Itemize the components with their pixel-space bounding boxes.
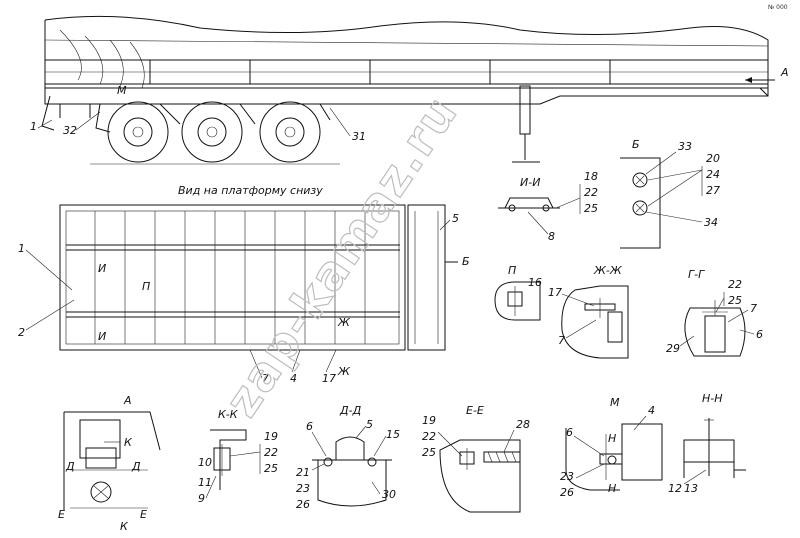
detail-kk-title: К-К bbox=[218, 408, 239, 421]
callout-5-bottom: 5 bbox=[452, 212, 459, 225]
corner-note: № 000 bbox=[768, 4, 788, 11]
detail-gg-callout-6: 6 bbox=[756, 328, 763, 341]
callout-4-bottom: 4 bbox=[290, 372, 297, 385]
wheel-2 bbox=[181, 101, 243, 163]
detail-kk-callout-22: 22 bbox=[264, 446, 278, 459]
detail-kk-drawing bbox=[210, 429, 247, 490]
detail-a-mark-k-top: К bbox=[124, 436, 133, 449]
callout-2-bottom: 2 bbox=[18, 326, 25, 339]
detail-m-callout-26: 26 bbox=[560, 486, 574, 499]
section-mark-i-bottom: И bbox=[98, 330, 106, 343]
detail-dd-title: Д-Д bbox=[339, 404, 362, 417]
detail-m-title: М bbox=[610, 396, 620, 409]
callout-1-side: 1 bbox=[30, 120, 37, 133]
trailer-side-view bbox=[41, 15, 775, 165]
detail-gg-callout-25: 25 bbox=[728, 294, 742, 307]
mark-m: М bbox=[117, 84, 127, 97]
detail-a-mark-k-bottom: К bbox=[120, 520, 129, 533]
detail-dd-callout-30: 30 bbox=[382, 488, 396, 501]
wheel-3 bbox=[259, 101, 321, 163]
detail-a-mark-e-right: Е bbox=[140, 508, 147, 521]
detail-a-drawing bbox=[63, 411, 161, 510]
detail-dd-callout-15: 15 bbox=[386, 428, 400, 441]
detail-b-callout-34: 34 bbox=[704, 216, 718, 229]
detail-ii-callout-18: 18 bbox=[584, 170, 598, 183]
detail-nn-drawing bbox=[683, 418, 746, 478]
detail-zhzh-callout-17: 17 bbox=[548, 286, 562, 299]
callout-1-bottom: 1 bbox=[18, 242, 25, 255]
detail-kk-callout-19: 19 bbox=[264, 430, 278, 443]
detail-m-mark-n-top: Н bbox=[608, 432, 616, 445]
detail-ee-callout-25: 25 bbox=[422, 446, 436, 459]
detail-b-title: Б bbox=[632, 138, 640, 151]
detail-b-callout-33: 33 bbox=[678, 140, 692, 153]
detail-ii-drawing bbox=[498, 197, 560, 212]
detail-a-mark-d-left: Д bbox=[65, 460, 75, 473]
detail-dd-drawing bbox=[312, 436, 392, 507]
platform-bottom-view bbox=[59, 204, 446, 351]
detail-b-callout-27: 27 bbox=[706, 184, 720, 197]
detail-dd-callout-5: 5 bbox=[366, 418, 373, 431]
bottom-view-caption: Вид на платформу снизу bbox=[178, 184, 323, 197]
detail-kk-callout-25: 25 bbox=[264, 462, 278, 475]
detail-ii-callout-8: 8 bbox=[548, 230, 555, 243]
detail-dd-callout-6: 6 bbox=[306, 420, 313, 433]
detail-m-callout-6: 6 bbox=[566, 426, 573, 439]
detail-gg-callout-7: 7 bbox=[750, 302, 757, 315]
detail-gg-drawing bbox=[684, 300, 746, 357]
detail-b-drawing bbox=[620, 157, 661, 249]
detail-gg-title: Г-Г bbox=[688, 268, 705, 281]
arrow-a-label: А bbox=[780, 66, 789, 79]
wheel-1 bbox=[107, 101, 169, 163]
callout-17-bottom: 17 bbox=[322, 372, 336, 385]
detail-ee-title: Е-Е bbox=[466, 404, 484, 417]
detail-ee-drawing bbox=[439, 439, 521, 513]
detail-b-callout-24: 24 bbox=[706, 168, 720, 181]
callout-32-side: 32 bbox=[63, 124, 77, 137]
detail-b-callout-20: 20 bbox=[706, 152, 720, 165]
detail-m-callout-4: 4 bbox=[648, 404, 655, 417]
detail-p-drawing bbox=[494, 281, 541, 321]
detail-nn-callout-12: 12 bbox=[668, 482, 682, 495]
detail-dd-callout-26: 26 bbox=[296, 498, 310, 511]
section-mark-i-top: И bbox=[98, 262, 106, 275]
detail-zhzh-drawing bbox=[561, 285, 629, 359]
detail-m-callout-23: 23 bbox=[560, 470, 574, 483]
detail-zhzh-title: Ж-Ж bbox=[593, 264, 623, 277]
detail-gg-callout-22: 22 bbox=[728, 278, 742, 291]
detail-ii-callout-22: 22 bbox=[584, 186, 598, 199]
detail-kk-callout-10: 10 bbox=[198, 456, 212, 469]
detail-ii-callout-25: 25 bbox=[584, 202, 598, 215]
detail-m-mark-n-bottom: Н bbox=[608, 482, 616, 495]
detail-a-title: А bbox=[123, 394, 132, 407]
section-mark-zh-bottom: Ж bbox=[337, 365, 351, 378]
callout-7-bottom: 7 bbox=[262, 372, 269, 385]
detail-m-drawing bbox=[565, 423, 663, 491]
detail-a-mark-d-right: Д bbox=[131, 460, 141, 473]
detail-gg-callout-29: 29 bbox=[666, 342, 680, 355]
section-mark-b: Б bbox=[462, 255, 470, 268]
detail-ee-callout-28: 28 bbox=[516, 418, 530, 431]
detail-ii-title: И-И bbox=[520, 176, 540, 189]
detail-a-mark-e-left: Е bbox=[58, 508, 65, 521]
detail-ee-callout-19: 19 bbox=[422, 414, 436, 427]
section-mark-p: П bbox=[142, 280, 150, 293]
detail-nn-title: Н-Н bbox=[702, 392, 723, 405]
detail-ee-callout-22: 22 bbox=[422, 430, 436, 443]
callout-31-side: 31 bbox=[352, 130, 366, 143]
detail-p-callout-16: 16 bbox=[528, 276, 542, 289]
section-mark-zh-top: Ж bbox=[337, 316, 351, 329]
detail-kk-callout-9: 9 bbox=[198, 492, 205, 505]
detail-zhzh-callout-7: 7 bbox=[558, 334, 565, 347]
detail-dd-callout-21: 21 bbox=[296, 466, 310, 479]
detail-dd-callout-23: 23 bbox=[296, 482, 310, 495]
detail-kk-callout-11: 11 bbox=[198, 476, 212, 489]
detail-nn-callout-13: 13 bbox=[684, 482, 698, 495]
detail-p-title: П bbox=[508, 264, 516, 277]
